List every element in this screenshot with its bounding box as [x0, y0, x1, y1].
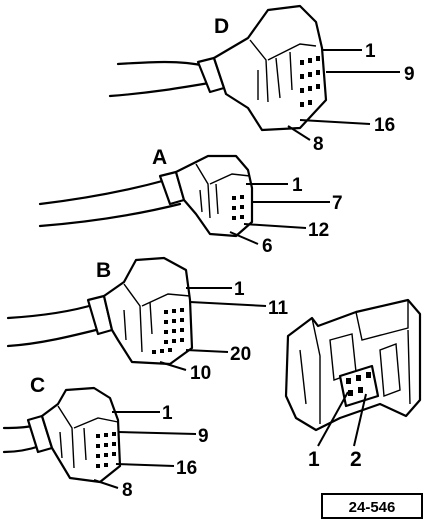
connector-b-pin-1: 1 [234, 279, 245, 300]
connector-b-letter: B [96, 259, 111, 282]
connector-a-pin-1: 1 [292, 175, 303, 196]
connector-b-pin-10: 10 [190, 363, 211, 384]
connector-c-pin-16: 16 [176, 458, 197, 479]
connector-d-cable [108, 60, 217, 98]
connector-a-pin-7: 7 [332, 193, 343, 214]
reference-box: 24-546 [321, 493, 423, 519]
connector-b-body [102, 256, 194, 366]
connector-b: B 1 11 20 10 [6, 256, 289, 384]
housing-callout-1: 1 [308, 448, 320, 471]
housing-detail: 1 2 [284, 298, 422, 471]
connector-a-cable [38, 178, 182, 228]
connector-d-pin-9: 9 [404, 64, 415, 85]
connector-a-pin-12: 12 [308, 220, 329, 241]
connector-a-letter: A [152, 146, 167, 169]
connector-a: A 1 7 12 6 [38, 146, 343, 257]
connector-b-cable [6, 302, 106, 348]
connector-b-pin-11: 11 [268, 298, 289, 319]
connector-d-pin-8: 8 [313, 134, 324, 155]
housing-callout-2: 2 [350, 448, 362, 471]
connector-c-body [40, 386, 122, 484]
connector-d-pin-16: 16 [374, 115, 395, 136]
connector-d-body [212, 4, 328, 132]
reference-number: 24-546 [349, 499, 396, 516]
connector-c-pin-1: 1 [162, 403, 173, 424]
connector-d-pin-1: 1 [365, 41, 376, 62]
connector-d-letter: D [214, 15, 229, 38]
connector-d: D 1 9 16 8 [108, 4, 415, 155]
connector-c-letter: C [30, 374, 45, 397]
housing-body [284, 298, 422, 432]
connector-b-pin-20: 20 [230, 344, 251, 365]
connector-a-pins [232, 195, 244, 220]
connector-c: C 1 9 16 8 [2, 374, 209, 501]
housing-latch-pins [346, 372, 371, 396]
connector-a-pin-6: 6 [262, 236, 273, 257]
connector-c-pin-8: 8 [122, 480, 133, 501]
connector-c-pins [96, 432, 116, 468]
connector-b-pins [152, 308, 184, 354]
connector-d-pins [300, 56, 320, 107]
connector-c-pin-9: 9 [198, 426, 209, 447]
